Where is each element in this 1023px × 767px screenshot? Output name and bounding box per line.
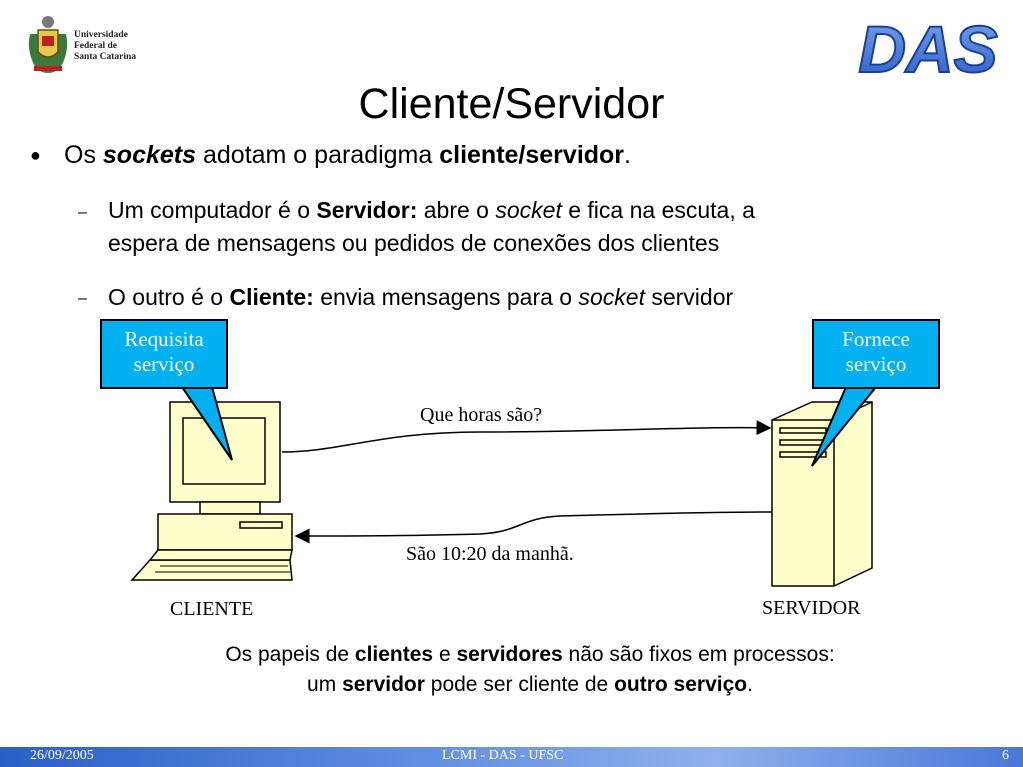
sub1-socket: socket xyxy=(495,197,562,223)
slide-title: Cliente/Servidor xyxy=(358,80,665,128)
dash-marker-2: – xyxy=(78,290,87,307)
sub2-socket: socket xyxy=(578,284,645,310)
das-logo: DAS xyxy=(848,11,1008,87)
sub1-line2: espera de mensagens ou pedidos de conexõ… xyxy=(108,230,720,256)
footer-bar: 26/09/2005 LCMI - DAS - UFSC 6 xyxy=(0,747,1023,767)
request-message: Que horas são? xyxy=(420,404,543,426)
request-arrow xyxy=(281,420,772,453)
roles-note: Os papeis de clientes e servidores não s… xyxy=(0,640,1023,700)
note-l1-e: não são fixos em processos: xyxy=(562,643,835,666)
note-l2-a: um xyxy=(307,673,343,696)
callout-fornece-servico: Fornece serviço xyxy=(812,319,940,389)
sub2-mid: envia mensagens para o xyxy=(313,284,579,310)
sub2-pre: O outro é o xyxy=(108,284,230,310)
footer-center: LCMI - DAS - UFSC xyxy=(442,748,564,763)
sub1-pre: Um computador é o xyxy=(108,197,317,223)
bullet-text-sockets: sockets xyxy=(102,141,197,169)
bullet-text-end: . xyxy=(624,141,631,169)
note-l1-a: Os papeis de xyxy=(225,643,355,666)
footer-date: 26/09/2005 xyxy=(30,748,94,763)
ufsc-logo: Universidade Federal de Santa Catarina xyxy=(24,12,164,80)
note-l2-servidor: servidor xyxy=(342,673,425,696)
server-label: SERVIDOR xyxy=(762,597,861,619)
ufsc-line-2: Federal de xyxy=(74,41,118,51)
sub1-post: e fica na escuta, a xyxy=(561,197,755,223)
note-l2-c: pode ser cliente de xyxy=(424,673,615,696)
ufsc-crest-icon xyxy=(28,16,68,73)
ufsc-line-1: Universidade xyxy=(74,30,128,40)
sub2-cliente: Cliente: xyxy=(229,284,314,310)
callout-right-line-2: serviço xyxy=(845,352,907,376)
bullet-text-mid: adotam o paradigma xyxy=(196,141,440,169)
bullet-dot: ● xyxy=(30,145,41,165)
bullet-text-cliente-servidor: cliente/servidor xyxy=(439,141,625,169)
das-logo-text: DAS xyxy=(858,12,997,86)
callout-requisita-servico: Requisita serviço xyxy=(100,319,228,389)
note-l1-c: e xyxy=(433,643,457,666)
footer-page-number: 6 xyxy=(1002,748,1009,763)
client-label: CLIENTE xyxy=(170,598,254,620)
callout-pointers xyxy=(180,386,879,467)
response-arrow xyxy=(294,511,773,544)
das-logo-icon: DAS xyxy=(857,11,998,87)
sub-bullet-servidor: Um computador é o Servidor: abre o socke… xyxy=(108,194,755,260)
bullet-text-pre: Os xyxy=(64,141,103,169)
bullet-sockets: ● Os sockets adotam o paradigma cliente/… xyxy=(30,140,631,170)
callout-left-line-1: Requisita xyxy=(124,327,204,351)
note-l1-servidores: servidores xyxy=(456,643,563,666)
ufsc-line-3: Santa Catarina xyxy=(74,52,137,62)
response-message: São 10:20 da manhã. xyxy=(406,543,574,565)
sub-bullet-cliente: O outro é o Cliente: envia mensagens par… xyxy=(108,281,733,314)
sub1-mid: abre o xyxy=(417,197,496,223)
client-computer-icon xyxy=(130,401,293,581)
server-tower-icon xyxy=(771,401,873,587)
sub2-post: servidor xyxy=(644,284,734,310)
note-l1-clientes: clientes xyxy=(354,643,434,666)
dash-marker-1: – xyxy=(78,204,87,221)
callout-right-line-1: Fornece xyxy=(842,327,910,351)
callout-left-line-2: serviço xyxy=(133,352,195,376)
note-l2-outro-servico: outro serviço xyxy=(614,673,748,696)
note-l2-e: . xyxy=(747,673,753,696)
sub1-servidor: Servidor: xyxy=(316,197,418,223)
